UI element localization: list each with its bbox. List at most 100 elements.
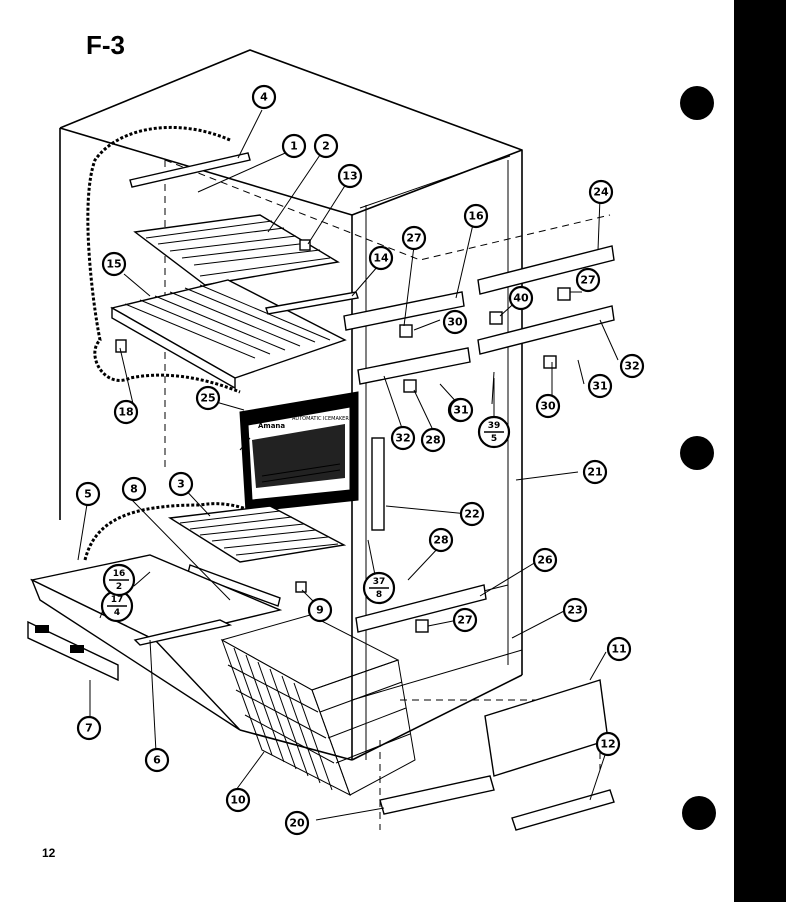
callout-label: 8 [130, 483, 138, 496]
callout-label: 2 [322, 140, 330, 153]
callout-18: 18 [113, 399, 139, 425]
slide-rail [187, 564, 281, 607]
callout-label: 24 [593, 186, 609, 199]
callout-label: 1 [290, 140, 298, 153]
punch-hole-bottom [682, 796, 716, 830]
icemaker-panel: Amana AUTOMATIC ICEMAKER [239, 391, 359, 513]
binding-edge-bar [734, 0, 786, 902]
callout-28: 28 [428, 527, 454, 553]
callout-label: 4 [260, 91, 268, 104]
callout-24: 24 [588, 179, 614, 205]
bracket-16 [343, 291, 465, 331]
callout-26: 26 [532, 547, 558, 573]
callout-11: 11 [606, 636, 632, 662]
callout-10: 10 [225, 787, 251, 813]
fraction-bottom: 4 [114, 608, 120, 618]
callout-label: 30 [540, 400, 556, 413]
callout-4: 4 [251, 84, 277, 110]
callout-label: 31 [453, 404, 468, 417]
callout-label: 10 [230, 794, 246, 807]
callout-3: 3 [168, 471, 194, 497]
wire-basket [220, 614, 416, 797]
door-gasket [86, 125, 241, 394]
callout-label: 12 [600, 738, 615, 751]
page-title: F-3 [86, 30, 125, 60]
callout-1: 1 [281, 133, 307, 159]
fraction-top: 16 [113, 569, 126, 579]
fraction-top: 39 [488, 421, 501, 431]
grille-20 [379, 775, 495, 815]
callout-label: 20 [289, 817, 305, 830]
callout-25: 25 [195, 385, 221, 411]
callout-20: 20 [284, 810, 310, 836]
callout-label: 28 [425, 434, 440, 447]
fraction-bottom: 8 [376, 590, 382, 600]
callout-label: 31 [592, 380, 607, 393]
callout-label: 14 [373, 252, 389, 265]
callout-31: 31 [448, 397, 474, 423]
icemaker-label: AUTOMATIC ICEMAKER [292, 416, 349, 422]
hinge-parts [115, 239, 571, 633]
callout-label: 27 [457, 614, 472, 627]
callout-32: 32 [390, 425, 416, 451]
fraction-bottom: 2 [116, 582, 122, 592]
page-number: 12 [42, 846, 56, 860]
callout-label: 28 [433, 534, 448, 547]
fraction-callout-17-4: 174 [100, 589, 134, 623]
bracket-24 [477, 245, 615, 295]
callout-label: 26 [537, 554, 553, 567]
callout-label: 11 [611, 643, 626, 656]
callout-label: 3 [177, 478, 185, 491]
callout-8: 8 [121, 476, 147, 502]
fraction-callout-37-8: 378 [362, 571, 396, 605]
upper-wire-shelf [133, 214, 340, 286]
callout-22: 22 [459, 501, 485, 527]
callout-30: 30 [442, 309, 468, 335]
callout-label: 7 [85, 722, 93, 735]
bracket-32-left [357, 347, 471, 385]
callout-label: 23 [567, 604, 582, 617]
callout-2: 2 [313, 133, 339, 159]
fraction-callout-16-2: 162 [102, 563, 136, 597]
grille-12 [511, 789, 615, 831]
callout-7: 7 [76, 715, 102, 741]
callout-label: 21 [587, 466, 602, 479]
callout-label: 32 [395, 432, 410, 445]
freezer-door [27, 554, 283, 731]
callout-9: 9 [307, 597, 333, 623]
callout-14: 14 [368, 245, 394, 271]
callout-label: 27 [406, 232, 421, 245]
callout-label: 40 [513, 292, 529, 305]
callout-label: 15 [106, 258, 121, 271]
callout-27: 27 [401, 225, 427, 251]
fraction-bottom: 5 [491, 434, 497, 444]
callout-27: 27 [575, 267, 601, 293]
strip-22 [371, 437, 385, 531]
callout-5: 5 [75, 481, 101, 507]
callout-label: 32 [624, 360, 639, 373]
glass-shelf [110, 279, 347, 390]
callout-28: 28 [420, 427, 446, 453]
callout-21: 21 [582, 459, 608, 485]
callout-label: 13 [342, 170, 357, 183]
callout-label: 16 [468, 210, 484, 223]
callout-label: 18 [118, 406, 133, 419]
callout-31: 31 [587, 373, 613, 399]
bracket-26 [355, 584, 487, 633]
callout-label: 6 [153, 754, 161, 767]
callout-32: 32 [619, 353, 645, 379]
callout-label: 25 [200, 392, 215, 405]
lower-wire-shelf [167, 505, 347, 563]
callout-40: 40 [508, 285, 534, 311]
callout-layer: 4121315141627242740303231301825322831302… [75, 84, 645, 836]
callout-label: 22 [464, 508, 479, 521]
fraction-top: 37 [373, 577, 386, 587]
callout-15: 15 [101, 251, 127, 277]
fraction-callout-39-5: 395 [477, 415, 511, 449]
rail-4 [129, 152, 251, 188]
callout-label: 27 [580, 274, 595, 287]
bracket-32-right [477, 305, 615, 355]
callout-label: 30 [447, 316, 463, 329]
callout-label: 5 [84, 488, 92, 501]
icemaker-brand: Amana [258, 422, 285, 430]
